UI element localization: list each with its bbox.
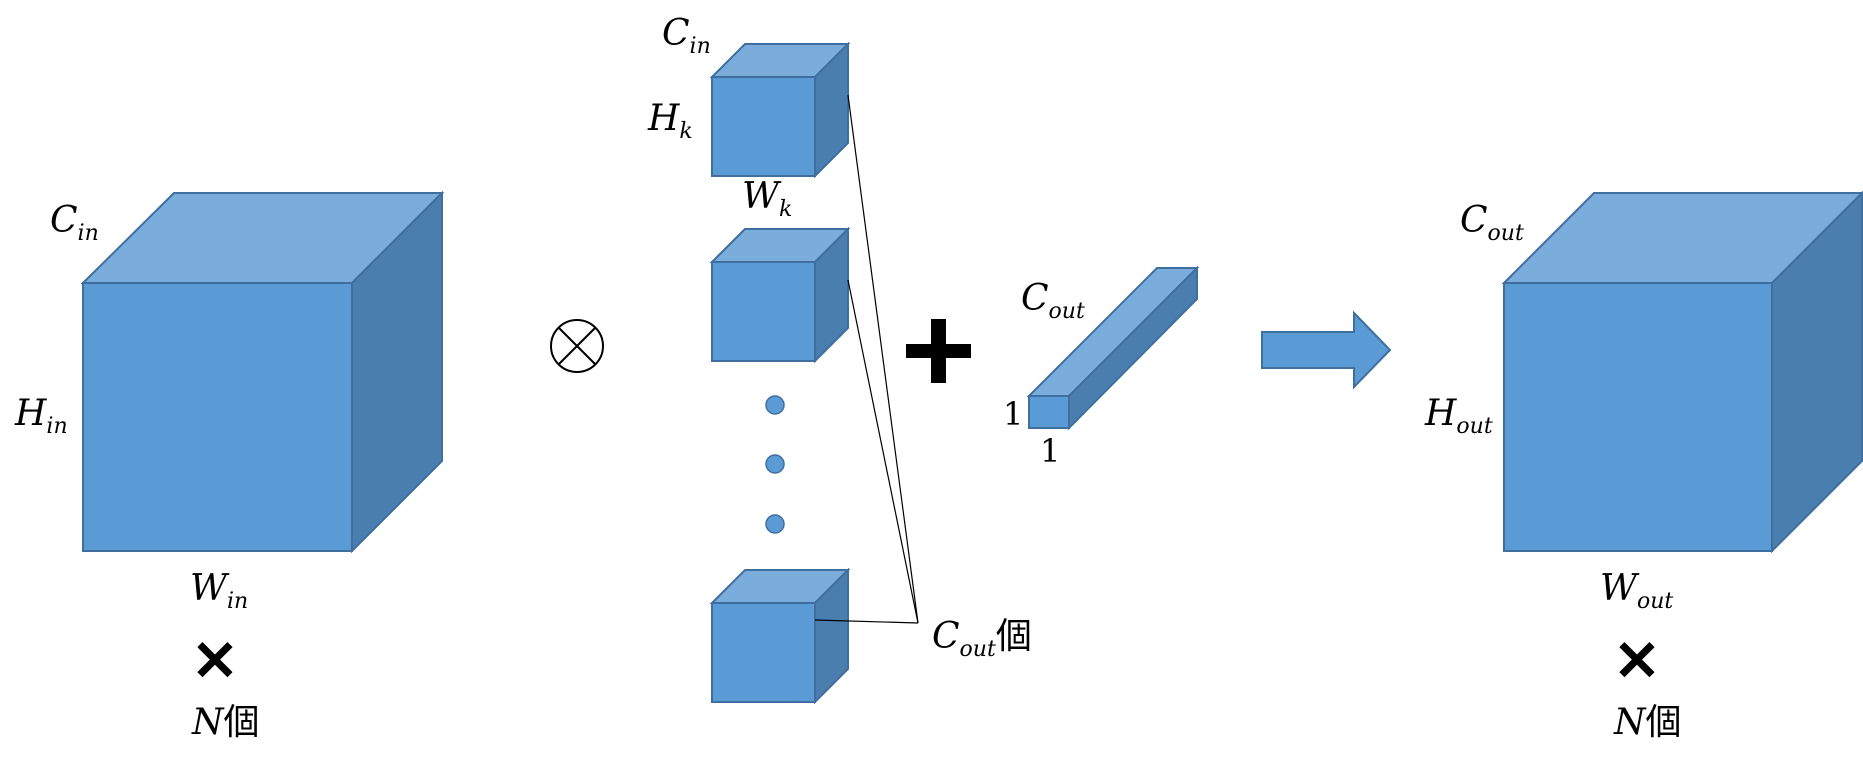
output-times-icon: ✕	[1614, 628, 1661, 694]
output-h-label: Hout	[1424, 393, 1493, 439]
bias-bar-front	[1028, 395, 1070, 429]
kernel-w-label: Wk	[742, 176, 792, 222]
kernel-h-label: Hk	[647, 98, 693, 144]
kernel-cube-last	[709, 567, 851, 705]
input-c-label: Cin	[50, 200, 99, 246]
right-arrow-icon	[1261, 310, 1392, 390]
plus-operator-icon	[906, 319, 971, 383]
kernel-cube-1	[709, 41, 851, 179]
output-c-label: Cout	[1460, 200, 1524, 246]
output-w-label: Wout	[1600, 568, 1673, 614]
kernel-cube-2	[709, 226, 851, 364]
input-count-label: N個	[191, 702, 260, 743]
input-h-label: Hin	[14, 393, 68, 439]
bias-w-label: 1	[1040, 432, 1060, 470]
bias-h-label: 1	[1003, 395, 1023, 433]
input-times-icon: ✕	[192, 628, 239, 694]
input-cube	[80, 190, 445, 554]
output-cube-front	[1503, 282, 1773, 552]
bias-c-label: Cout	[1021, 278, 1085, 324]
bias-bar	[1026, 265, 1200, 431]
output-count-label: N個	[1613, 702, 1682, 743]
kernel-c-label: Cin	[662, 13, 711, 59]
input-cube-front	[82, 282, 353, 552]
convolution-operator-icon	[550, 319, 604, 373]
kernel-ellipsis-dots	[765, 395, 785, 534]
kernel-count-label: Cout個	[932, 616, 1032, 662]
kernel-count-bracket-lines	[814, 94, 919, 624]
output-cube	[1501, 190, 1863, 554]
input-w-label: Win	[190, 568, 248, 614]
